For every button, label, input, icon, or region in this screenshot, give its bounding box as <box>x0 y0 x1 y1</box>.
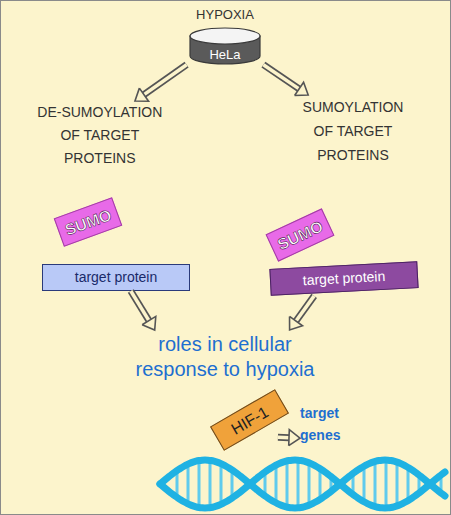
node-text: target protein <box>302 268 385 289</box>
base-pair <box>275 465 278 503</box>
dish-rim <box>190 28 260 44</box>
arrow-shaft-fill <box>278 436 289 440</box>
gene-label: target genes <box>300 402 352 446</box>
base-pair <box>374 461 377 506</box>
node-text: DE-SUMOYLATION OF TARGET PROTEINS <box>37 101 163 170</box>
dna-helix-strands <box>160 460 445 508</box>
base-pair <box>407 467 410 500</box>
arrow-shaft-outline <box>278 434 289 441</box>
base-pair <box>220 464 223 505</box>
arrow-shaft-outline <box>263 65 299 89</box>
cell-culture-dish: HYPOXIA HeLa <box>185 2 265 66</box>
hollow-arrow <box>290 296 315 330</box>
arrow-shaft-outline <box>144 65 187 95</box>
condition-heading: HYPOXIA <box>185 7 265 23</box>
hollow-arrow <box>135 65 187 102</box>
arrow-shaft-fill <box>131 291 149 321</box>
base-pair <box>209 460 212 507</box>
dna-strand <box>160 460 445 508</box>
base-pair <box>187 464 190 504</box>
base-pair <box>396 462 399 506</box>
arrow-head <box>295 82 309 95</box>
process-label: SUMOYLATION OF TARGET PROTEINS <box>297 95 409 167</box>
base-pair <box>385 460 388 508</box>
node-text: roles in cellular response to hypoxia <box>130 332 320 382</box>
node-text: SUMOYLATION OF TARGET PROTEINS <box>297 95 409 167</box>
node-text: target genes <box>300 402 352 446</box>
cell-line-label: HeLa <box>185 47 265 63</box>
arrow-shaft-outline <box>296 296 314 321</box>
arrow-head <box>135 88 149 101</box>
arrow-head <box>290 316 303 330</box>
arrow-head <box>289 430 300 446</box>
node-text: target protein <box>75 269 158 286</box>
hollow-arrow <box>278 430 300 446</box>
arrow-head <box>142 316 156 330</box>
base-pair <box>198 461 201 508</box>
hollow-arrow <box>263 65 308 96</box>
arrow-shaft-outline <box>131 291 149 321</box>
base-pair <box>363 466 366 502</box>
arrow-shaft-fill <box>144 65 187 95</box>
arrow-shaft-fill <box>296 296 314 321</box>
dna-strand <box>160 460 445 508</box>
base-pair <box>286 461 289 507</box>
base-pair <box>297 460 300 508</box>
process-label: DE-SUMOYLATION OF TARGET PROTEINS <box>37 101 163 195</box>
hollow-arrow <box>131 291 156 330</box>
protein-box: target protein <box>42 264 190 291</box>
arrow-shaft-fill <box>263 65 299 89</box>
outcome-label: roles in cellular response to hypoxia <box>130 330 320 384</box>
base-pair <box>308 463 311 505</box>
